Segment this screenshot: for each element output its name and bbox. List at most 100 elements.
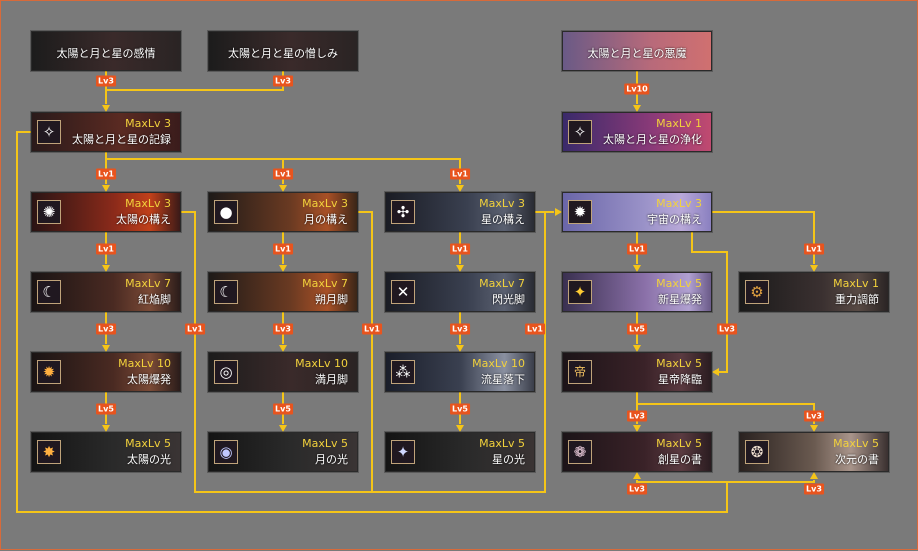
skill-card-hatred[interactable]: 太陽と月と星の憎しみ [208,31,358,71]
connector-arrow [279,265,287,272]
skill-name: 月の光 [315,453,348,466]
skill-card-moon-stance[interactable]: ● MaxLv 3 月の構え [208,192,358,232]
nova-icon: ✦ [568,280,592,304]
dimension-book-icon: ❂ [745,440,769,464]
sun-burst-icon: ✹ [37,360,61,384]
star-light-icon: ✦ [391,440,415,464]
connector-arrow [456,185,464,192]
max-level: MaxLv 5 [656,357,702,370]
skill-name: 太陽の構え [116,213,171,226]
skill-card-evil[interactable]: 太陽と月と星の悪魔 [562,31,712,71]
skill-card-sun-burst[interactable]: ✹ MaxLv 10 太陽爆発 [31,352,181,392]
level-badge: Lv5 [450,403,470,415]
skill-card-dimension-book[interactable]: ❂ MaxLv 5 次元の書 [739,432,889,472]
skill-card-star-emperor[interactable]: 帝 MaxLv 5 星帝降臨 [562,352,712,392]
skill-name: 創星の書 [658,453,702,466]
level-badge: Lv1 [362,323,382,335]
skill-card-star-stance[interactable]: ✣ MaxLv 3 星の構え [385,192,535,232]
skill-name: 星帝降臨 [658,373,702,386]
meteor-icon: ⁂ [391,360,415,384]
connector-arrow [456,345,464,352]
max-level: MaxLv 7 [479,277,525,290]
skill-name: 次元の書 [835,453,879,466]
level-badge: Lv3 [627,483,647,495]
skill-card-emotion[interactable]: 太陽と月と星の感情 [31,31,181,71]
level-badge: Lv3 [804,483,824,495]
connector-arrow [102,265,110,272]
skill-name: 太陽と月と星の悪魔 [587,47,687,60]
connector-line [16,131,728,513]
level-badge: Lv1 [450,243,470,255]
skill-card-moon-light[interactable]: ◉ MaxLv 5 月の光 [208,432,358,472]
skill-card-gravity[interactable]: ⚙ MaxLv 1 重力調節 [739,272,889,312]
skill-card-crimson-leg[interactable]: ☾ MaxLv 7 紅焔脚 [31,272,181,312]
level-badge: Lv3 [717,323,737,335]
skill-name: 朔月脚 [315,293,348,306]
connector-arrow [810,265,818,272]
skill-card-sun-stance[interactable]: ✺ MaxLv 3 太陽の構え [31,192,181,232]
sun-light-icon: ✸ [37,440,61,464]
max-level: MaxLv 7 [302,277,348,290]
skill-name: 宇宙の構え [647,213,702,226]
moon-icon: ● [214,200,238,224]
skill-card-sun-light[interactable]: ✸ MaxLv 5 太陽の光 [31,432,181,472]
flash-icon: ✕ [391,280,415,304]
level-badge: Lv5 [627,323,647,335]
connector-arrow [102,105,110,112]
skill-name: 月の構え [304,213,348,226]
skill-card-crescent-leg[interactable]: ☾ MaxLv 7 朔月脚 [208,272,358,312]
level-badge: Lv3 [627,410,647,422]
max-level: MaxLv 5 [479,437,525,450]
connector-arrow [456,265,464,272]
connector-arrow [102,425,110,432]
level-badge: Lv5 [273,403,293,415]
skill-name: 流星落下 [481,373,525,386]
skill-name: 太陽爆発 [127,373,171,386]
connector-line [358,211,373,492]
connector-arrow [279,425,287,432]
skill-card-record[interactable]: ✧ MaxLv 3 太陽と月と星の記録 [31,112,181,152]
connector-line [691,232,728,373]
max-level: MaxLv 10 [118,357,171,370]
skill-card-full-moon-leg[interactable]: ◎ MaxLv 10 満月脚 [208,352,358,392]
max-level: MaxLv 10 [295,357,348,370]
connector-line [727,480,815,483]
max-level: MaxLv 5 [125,437,171,450]
connector-arrow [102,185,110,192]
level-badge: Lv5 [96,403,116,415]
level-badge: Lv3 [450,323,470,335]
skill-card-star-light[interactable]: ✦ MaxLv 5 星の光 [385,432,535,472]
max-level: MaxLv 3 [656,197,702,210]
connector-arrow [633,265,641,272]
crimson-kick-icon: ☾ [37,280,61,304]
skill-card-purify[interactable]: ✧ MaxLv 1 太陽と月と星の浄化 [562,112,712,152]
connector-arrow [633,345,641,352]
connector-arrow [810,425,818,432]
level-badge: Lv3 [96,323,116,335]
emperor-icon: 帝 [568,360,592,384]
connector-line [637,403,815,424]
connector-arrow [279,185,287,192]
level-badge: Lv3 [96,75,116,87]
level-badge: Lv3 [804,410,824,422]
crescent-icon: ☾ [214,280,238,304]
skill-card-nova[interactable]: ✦ MaxLv 5 新星爆発 [562,272,712,312]
skill-name: 太陽と月と星の感情 [56,47,156,60]
skill-card-meteor[interactable]: ⁂ MaxLv 10 流星落下 [385,352,535,392]
skill-card-flash-leg[interactable]: ✕ MaxLv 7 閃光脚 [385,272,535,312]
connector-arrow [102,345,110,352]
max-level: MaxLv 5 [302,437,348,450]
max-level: MaxLv 10 [472,357,525,370]
connector-arrow [810,472,818,479]
skill-card-cosmos-stance[interactable]: ✹ MaxLv 3 宇宙の構え [562,192,712,232]
level-badge: Lv1 [96,243,116,255]
sun-icon: ✺ [37,200,61,224]
level-badge: Lv3 [273,75,293,87]
max-level: MaxLv 1 [833,277,879,290]
max-level: MaxLv 1 [656,117,702,130]
skill-name: 太陽と月と星の浄化 [603,133,702,146]
skill-card-creation-book[interactable]: ❁ MaxLv 5 創星の書 [562,432,712,472]
skill-name: 満月脚 [315,373,348,386]
skill-name: 星の構え [481,213,525,226]
